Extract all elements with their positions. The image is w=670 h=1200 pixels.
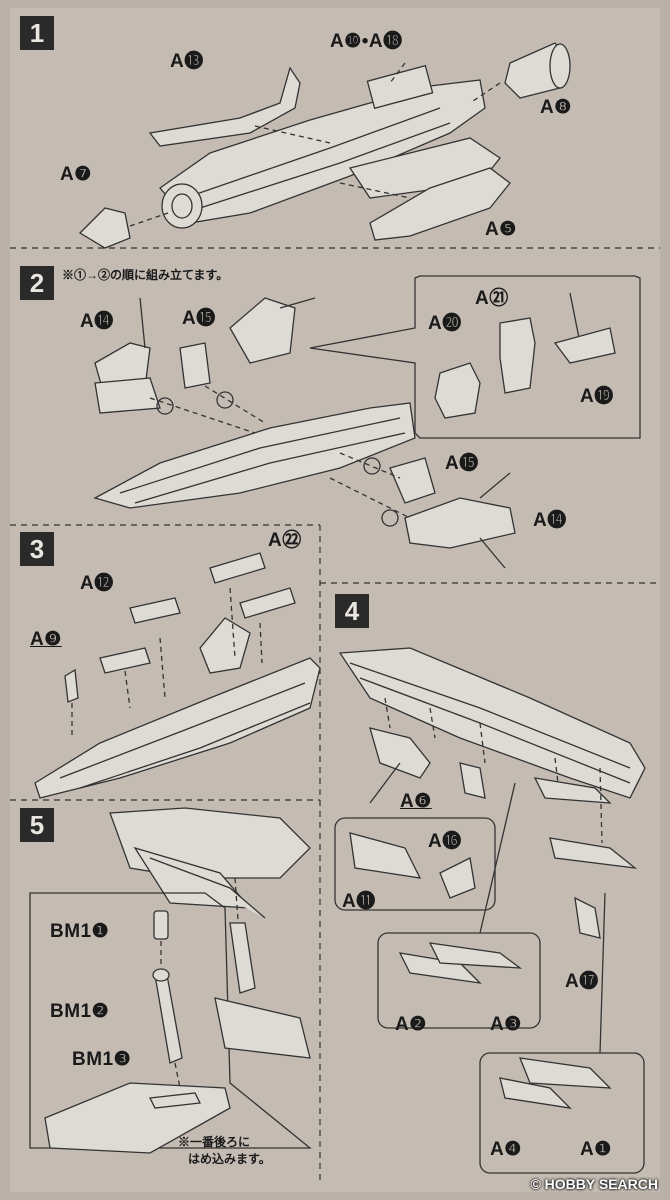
step3-hull (34, 617, 321, 799)
part-a21 (499, 317, 536, 394)
label-a16: A⓰ (428, 831, 462, 852)
label-a1: A❶ (580, 1139, 612, 1160)
part-bridge (229, 297, 316, 364)
label-a8: A❽ (540, 97, 572, 118)
part-a17 (533, 777, 638, 939)
stand-box (29, 892, 312, 1149)
part-a13 (148, 66, 301, 147)
label-a13: A⓭ (170, 51, 204, 72)
label-a4: A❹ (490, 1139, 522, 1160)
label-a3: A❸ (490, 1014, 522, 1035)
stand-installed (214, 922, 311, 1059)
step5-hull (109, 807, 311, 919)
step5-note-line1: ※一番後ろに (178, 1135, 251, 1149)
label-bm1-3: BM1❸ (72, 1049, 132, 1070)
label-a19: A⓳ (580, 386, 614, 407)
instruction-artwork (10, 42, 660, 1180)
part-a22 (209, 552, 296, 619)
order-marker-4 (381, 509, 399, 527)
label-a21: A㉑ (475, 288, 509, 309)
instruction-sheet: 1 2 3 4 5 A⓭ A❿•A⓲ A❽ A❼ A❺ ※①→②の順に組み立てま… (10, 8, 660, 1192)
part-a12 (99, 597, 181, 674)
part-a15-right (389, 457, 436, 504)
part-a15-left (179, 342, 211, 389)
part-detail-box-2 (377, 932, 541, 1029)
label-a14-left: A⓮ (80, 311, 114, 332)
part-a19 (553, 292, 616, 364)
label-a6: A❻ (400, 791, 432, 812)
label-bm1-1: BM1❶ (50, 921, 110, 942)
step2-hull (93, 402, 416, 509)
label-a15-right: A⓯ (445, 453, 479, 474)
label-a2: A❷ (395, 1014, 427, 1035)
step-number-5: 5 (20, 808, 54, 842)
part-a9 (64, 668, 79, 703)
step2-note: ※①→②の順に組み立てます。 (62, 268, 229, 282)
part-bm1-2 (152, 968, 183, 1064)
step-number-4: 4 (335, 594, 369, 628)
part-bm1-3 (44, 1082, 231, 1154)
part-a8 (504, 42, 571, 99)
detail-callout (309, 275, 641, 439)
label-a20: A⓴ (428, 313, 462, 334)
step5-note-line2: はめ込みます。 (188, 1152, 271, 1166)
label-bm1-2: BM1❷ (50, 1001, 110, 1022)
part-bm1-1 (153, 910, 169, 940)
order-marker-1 (216, 391, 234, 409)
label-a11: A⓫ (342, 891, 376, 912)
step4-hull (338, 647, 646, 799)
label-a22: A㉒ (268, 530, 302, 551)
step-number-1: 1 (20, 16, 54, 50)
part-detail-box-1 (334, 817, 496, 911)
label-a12: A⓬ (80, 573, 114, 594)
watermark-text: © HOBBY SEARCH (530, 1176, 658, 1192)
step-number-2: 2 (20, 266, 54, 300)
label-a15-left: A⓯ (182, 308, 216, 329)
label-a9: A❾ (30, 629, 62, 650)
label-a7: A❼ (60, 164, 92, 185)
order-marker-3 (363, 457, 381, 475)
part-a14-left (94, 297, 161, 414)
part-a20 (434, 362, 481, 419)
part-a5 (369, 167, 511, 241)
order-marker-2 (156, 397, 174, 415)
label-a5: A❺ (485, 219, 517, 240)
part-a14-right (404, 472, 516, 569)
label-a17: A⓱ (565, 971, 599, 992)
label-a14-right: A⓮ (533, 510, 567, 531)
part-a6 (369, 727, 486, 799)
part-detail-box-3 (479, 1052, 645, 1174)
step-number-3: 3 (20, 532, 54, 566)
label-a10-a18: A❿•A⓲ (330, 31, 403, 52)
part-a7 (78, 207, 131, 249)
